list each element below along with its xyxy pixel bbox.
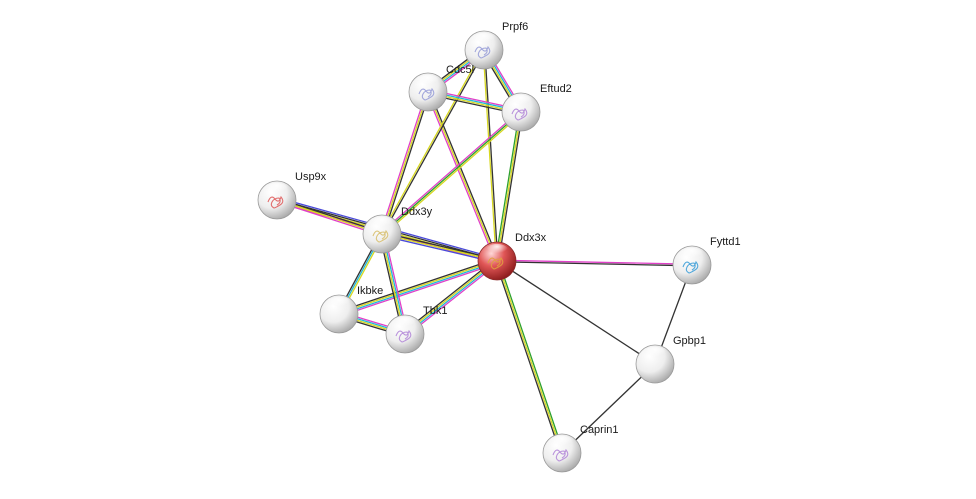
edge-ddx3x-prpf6[interactable] [482,49,499,262]
edge-stripe-blue [381,234,497,264]
edge-ddx3y-prpf6[interactable] [380,49,486,235]
edge-stripe-magenta [497,259,693,265]
protein-structure-icon [511,107,528,121]
edge-stripe-black [497,112,524,262]
node-label-eftud2: Eftud2 [540,83,572,95]
edge-stripe-green [497,260,565,453]
protein-structure-icon [474,45,491,59]
edge-stripe-magenta [406,262,499,337]
edge-ddx3x-eftud2[interactable] [494,111,524,262]
edge-stripe-yellow [382,112,523,236]
node-caprin1[interactable]: Caprin1 [542,424,619,473]
node-highlight [472,32,496,47]
node-highlight [643,346,667,361]
edge-stripe-yellow [427,91,498,262]
node-highlight [416,74,440,89]
node-ikbke[interactable]: Ikbke [319,285,383,334]
edge-stripe-yellow [404,259,497,334]
edge-ddx3x-ddx3y[interactable] [381,231,498,264]
edge-stripe-yellow [381,233,498,262]
edge-stripe-black [561,363,656,454]
node-highlight [680,247,704,262]
node-highlight [393,316,417,331]
edge-stripe-black [484,49,499,261]
node-label-usp9x: Usp9x [295,171,327,183]
node-gpbp1[interactable]: Gpbp1 [635,335,706,384]
edge-stripe-black [428,91,500,261]
edge-stripe-magenta [339,262,498,317]
node-ddx3x[interactable]: Ddx3x [477,232,547,281]
edge-stripe-black [382,92,431,235]
node-highlight [509,94,533,109]
edge-ddx3x-fyttd1[interactable] [496,259,693,267]
node-tbk1[interactable]: Tbk1 [385,305,447,354]
edge-stripe-yellow [338,259,497,314]
edge-stripe-black [494,261,562,454]
edge-stripe-black [496,261,692,267]
node-highlight [370,216,394,231]
node-ddx3y[interactable]: Ddx3y [362,206,433,254]
protein-structure-icon [682,260,699,274]
protein-structure-icon [418,87,435,101]
edge-stripe-yellow [381,91,429,235]
edge-stripe-magenta [425,92,497,262]
node-label-gpbp1: Gpbp1 [673,335,706,347]
edge-ddx3y-eftud2[interactable] [380,110,523,236]
edge-ddx3x-caprin1[interactable] [494,260,565,454]
node-label-caprin1: Caprin1 [580,424,619,436]
node-highlight [550,435,574,450]
edge-ddx3x-tbk1[interactable] [403,258,499,337]
edge-stripe-black [382,231,498,261]
edge-stripe-green [381,111,522,235]
edge-stripe-yellow [496,260,563,454]
node-label-tbk1: Tbk1 [423,305,447,317]
edge-stripe-black [496,260,656,365]
edge-stripe-black [382,50,486,235]
node-usp9x[interactable]: Usp9x [257,171,327,220]
node-label-ddx3y: Ddx3y [401,206,433,218]
edge-stripe-cyan [339,261,498,316]
edge-ddx3x-ikbke[interactable] [338,258,498,317]
edge-stripe-yellow [380,49,484,234]
node-label-fyttd1: Fyttd1 [710,236,741,248]
node-label-prpf6: Prpf6 [502,21,528,33]
protein-structure-icon [372,229,389,243]
edge-ddx3x-gpbp1[interactable] [496,260,656,365]
edge-stripe-cyan [405,261,498,336]
node-highlight [327,296,351,311]
node-eftud2[interactable]: Eftud2 [501,83,572,132]
edge-stripe-green [494,111,521,261]
edge-stripe-magenta [379,91,428,234]
edge-ddx3y-cdc5l[interactable] [379,91,431,235]
edge-gpbp1-caprin1[interactable] [561,363,656,454]
node-prpf6[interactable]: Prpf6 [464,21,528,70]
edge-stripe-yellow [496,111,522,262]
node-fyttd1[interactable]: Fyttd1 [672,236,741,285]
protein-structure-icon [552,448,569,462]
edge-ddx3x-cdc5l[interactable] [425,91,500,262]
edge-stripe-yellow [482,50,497,262]
edge-stripe-magenta [380,110,521,234]
node-label-ddx3x: Ddx3x [515,232,547,244]
node-highlight [265,182,289,197]
edge-stripe-black [338,258,497,313]
edge-stripe-black [403,258,496,333]
protein-structure-icon [487,256,504,270]
node-cdc5l[interactable]: Cdc5l [408,64,474,112]
protein-structure-icon [395,329,412,343]
node-label-cdc5l: Cdc5l [446,64,474,76]
node-label-ikbke: Ikbke [357,285,383,297]
protein-structure-icon [267,195,284,209]
node-highlight [485,243,509,258]
